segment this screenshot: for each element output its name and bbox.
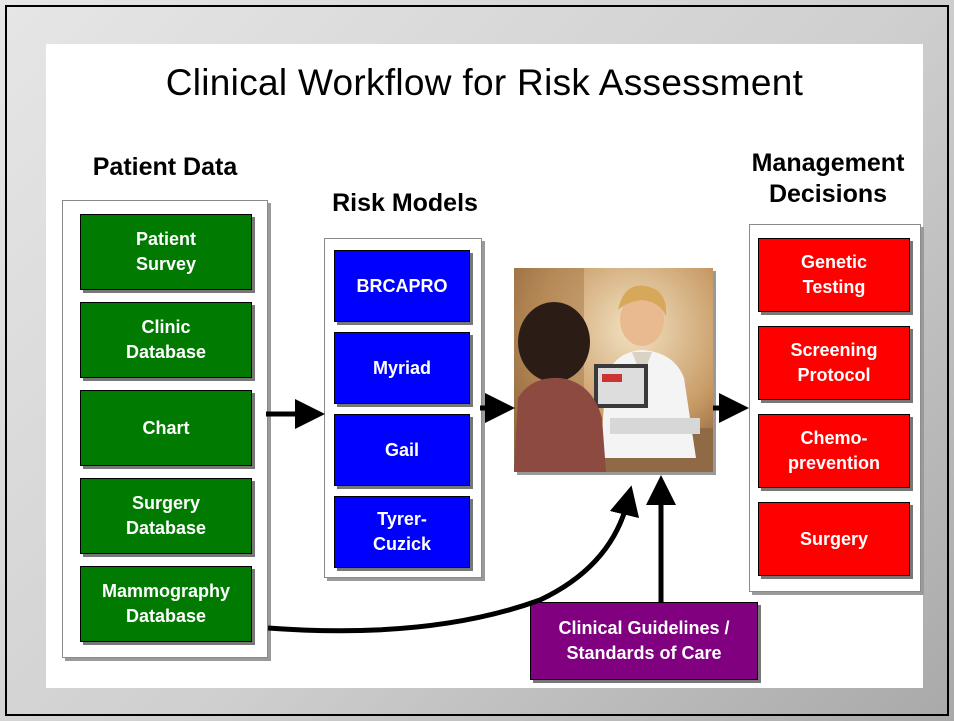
gail-box: Gail bbox=[334, 414, 470, 486]
genetic-testing-box: Genetic Testing bbox=[758, 238, 910, 312]
brcapro-box: BRCAPRO bbox=[334, 250, 470, 322]
chemoprevention-box: Chemo- prevention bbox=[758, 414, 910, 488]
mammography-database-box: Mammography Database bbox=[80, 566, 252, 642]
slide-frame bbox=[5, 5, 949, 716]
tyrer-cuzick-box: Tyrer- Cuzick bbox=[334, 496, 470, 568]
myriad-box: Myriad bbox=[334, 332, 470, 404]
surgery-database-box: Surgery Database bbox=[80, 478, 252, 554]
clinic-database-box: Clinic Database bbox=[80, 302, 252, 378]
patient-survey-box: Patient Survey bbox=[80, 214, 252, 290]
surgery-box: Surgery bbox=[758, 502, 910, 576]
clinical-guidelines-box: Clinical Guidelines / Standards of Care bbox=[530, 602, 758, 680]
risk-models-heading: Risk Models bbox=[332, 189, 478, 217]
patient-data-heading: Patient Data bbox=[92, 153, 238, 181]
screening-protocol-box: Screening Protocol bbox=[758, 326, 910, 400]
slide-title: Clinical Workflow for Risk Assessment bbox=[165, 62, 804, 103]
management-decisions-heading: Management Decisions bbox=[751, 149, 905, 208]
chart-box: Chart bbox=[80, 390, 252, 466]
doctor-patient-photo bbox=[514, 268, 713, 472]
mammography-to-consult-arrow bbox=[267, 485, 640, 634]
